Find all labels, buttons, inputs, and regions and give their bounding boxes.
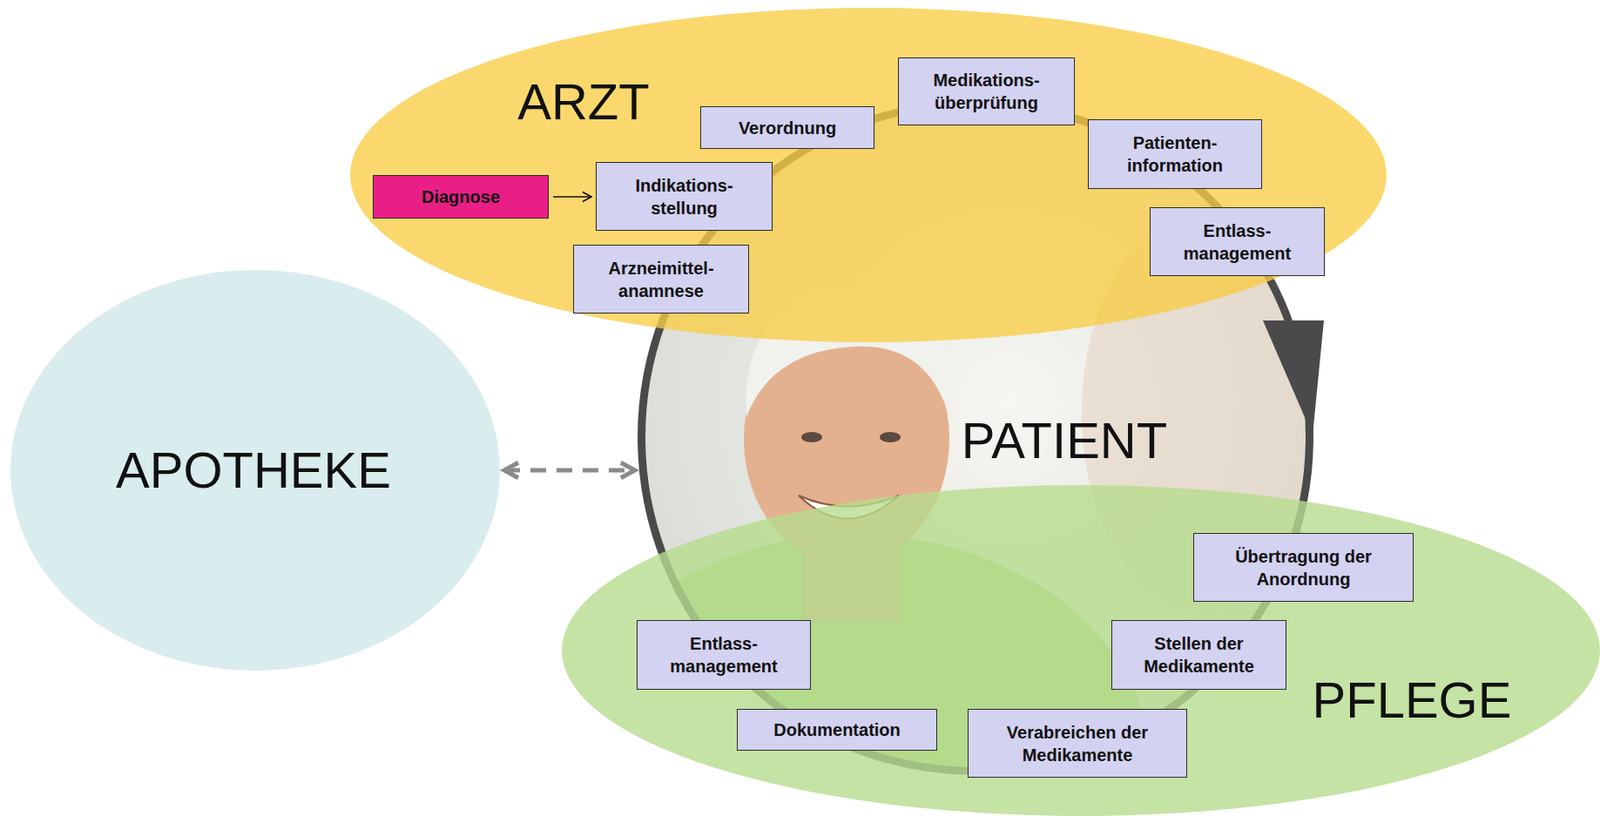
box-label: Patienten- information [1088,131,1262,177]
region-ellipse [561,485,1600,816]
box-label: Medikations- überprüfung [898,68,1074,115]
region-title: PFLEGE [1312,675,1513,726]
box-label: Übertragung der Anordnung [1194,545,1413,591]
box-label: Verabreichen der Medikamente [968,721,1187,767]
process-box: Patienten- information [1087,119,1263,190]
region-ellipse: ARZT Diagnose Indikations- stellung Verordn… [350,7,1387,343]
region-title: APOTHEKE [115,445,392,496]
region-title: ARZT [517,73,649,130]
region-title: ARZT [517,76,649,128]
region-title: PATIENT [961,411,1168,469]
box-label: Verordnung [729,116,845,140]
box-label: Diagnose [412,185,509,209]
process-box: Entlass- management [1149,207,1325,277]
flow-arrow [553,195,592,198]
region-ellipse: PFLEGE Übertragung der AnordnungStellen d… [561,485,1600,816]
photo-eye [801,432,823,443]
process-box: Übertragung der Anordnung [1193,533,1414,602]
dashed-arrow [504,468,635,473]
region-ellipse [10,270,500,671]
region-ellipse: APOTHEKE [10,270,500,671]
region-title: APOTHEKE [115,441,392,499]
process-box: Arzneimittel- anamnese [573,244,750,314]
process-box: Indikations- stellung [595,162,773,231]
process-box: Stellen der Medikamente [1111,620,1287,690]
region-title: PATIENT [961,415,1168,466]
region-title: PFLEGE [1312,671,1513,729]
box-label: Arzneimittel- anamnese [573,256,749,303]
photo-eye [879,432,901,443]
region-ellipse [350,7,1387,343]
process-box: Diagnose [372,175,549,219]
process-box: Verabreichen der Medikamente [967,708,1188,778]
box-label: Stellen der Medikamente [1112,632,1286,678]
box-label: Entlass- management [637,632,811,678]
box-label: Indikations- stellung [596,174,772,220]
box-label: Entlass- management [1150,219,1324,265]
process-box: Medikations- überprüfung [897,57,1075,126]
process-box: Entlass- management [636,620,811,690]
process-box: Verordnung [700,106,875,149]
process-box: Dokumentation [736,708,938,751]
box-label: Dokumentation [764,718,910,742]
